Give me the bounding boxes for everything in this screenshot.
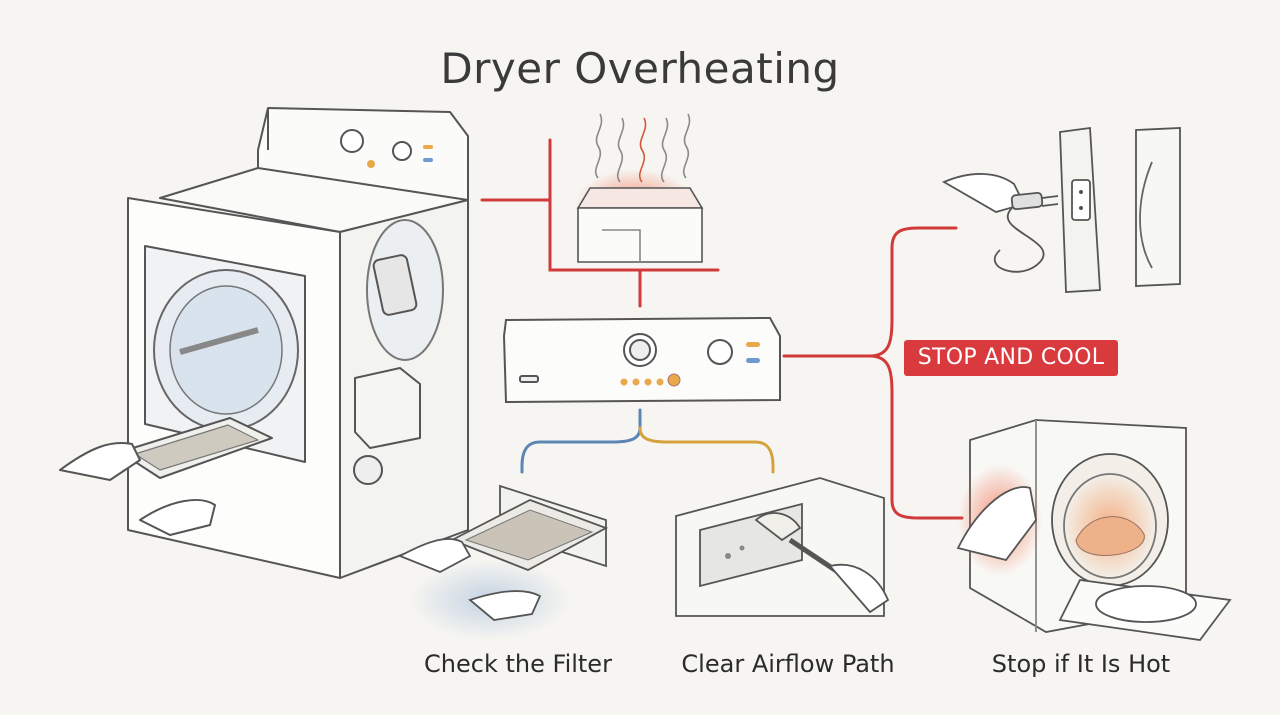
connector-lines xyxy=(480,138,964,520)
caption-check-filter: Check the Filter xyxy=(424,650,612,678)
hot-dryer-illustration xyxy=(575,113,704,263)
airflow-step-illustration xyxy=(675,477,890,617)
caption-stop-if-hot: Stop if It Is Hot xyxy=(991,650,1171,678)
control-panel-illustration xyxy=(502,316,781,404)
filter-step-illustration xyxy=(397,484,609,640)
title: Dryer Overheating xyxy=(440,44,840,93)
hot-dryer-step-illustration xyxy=(956,419,1232,641)
unplug-illustration xyxy=(941,126,1181,293)
caption-clear-airflow: Clear Airflow Path xyxy=(681,650,895,678)
dryer-main-illustration xyxy=(59,107,469,579)
stop-and-cool-badge: STOP AND COOL xyxy=(904,340,1118,376)
